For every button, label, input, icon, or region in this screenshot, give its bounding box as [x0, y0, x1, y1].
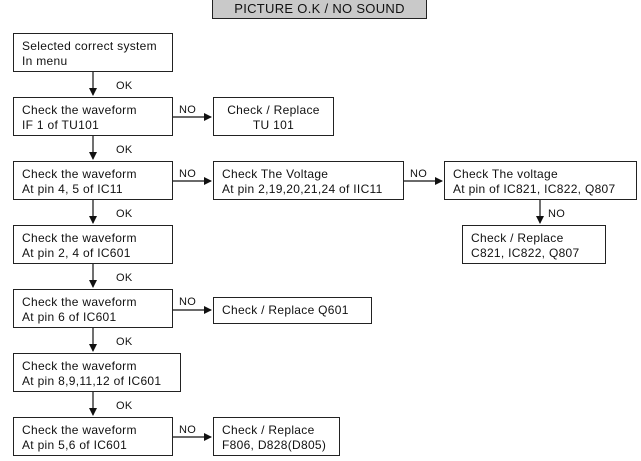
box-text: At pin 4, 5 of IC11: [22, 182, 123, 196]
step-check-if1: Check the waveform IF 1 of TU101: [13, 97, 173, 136]
no-label: NO: [179, 104, 197, 116]
ok-label: OK: [116, 208, 133, 220]
box-text: Check the waveform: [22, 295, 137, 309]
ok-label: OK: [116, 272, 133, 284]
box-text: C821, IC822, Q807: [471, 246, 580, 260]
box-text: Check / Replace: [227, 103, 320, 117]
chart-title: PICTURE O.K / NO SOUND: [212, 0, 427, 19]
no-label: NO: [179, 168, 197, 180]
ok-label: OK: [116, 400, 133, 412]
no-label: NO: [179, 424, 197, 436]
step-check-ic601-pin6: Check the waveform At pin 6 of IC601: [13, 289, 173, 328]
step-selected-system: Selected correct system In menu: [13, 33, 173, 72]
box-text: IF 1 of TU101: [22, 118, 100, 132]
box-text: At pin 2,19,20,21,24 of IIC11: [222, 182, 383, 196]
box-text: Check the waveform: [22, 423, 137, 437]
step-check-ic601-pin5-6: Check the waveform At pin 5,6 of IC601: [13, 417, 173, 456]
box-text: Check / Replace: [471, 231, 564, 245]
action-replace-q601: Check / Replace Q601: [213, 297, 372, 324]
ok-label: OK: [116, 336, 133, 348]
no-label: NO: [548, 208, 566, 220]
box-text: At pin 2, 4 of IC601: [22, 246, 131, 260]
box-text: Check / Replace: [222, 423, 315, 437]
box-text: Selected correct system: [22, 39, 157, 53]
box-text: Check the waveform: [22, 231, 137, 245]
action-replace-tu101: Check / Replace TU 101: [213, 97, 334, 136]
box-text: TU 101: [252, 118, 295, 132]
box-text: Check The Voltage: [222, 167, 329, 181]
step-check-voltage-ic11: Check The Voltage At pin 2,19,20,21,24 o…: [213, 161, 404, 200]
action-replace-f806: Check / Replace F806, D828(D805): [213, 417, 340, 456]
box-text: Check the waveform: [22, 359, 137, 373]
ok-label: OK: [116, 144, 133, 156]
action-replace-c821: Check / Replace C821, IC822, Q807: [462, 225, 606, 264]
box-text: At pin of IC821, IC822, Q807: [453, 182, 616, 196]
box-text: Check / Replace Q601: [222, 303, 349, 317]
box-text: At pin 6 of IC601: [22, 310, 117, 324]
no-label: NO: [179, 296, 197, 308]
no-label: NO: [410, 168, 428, 180]
box-text: F806, D828(D805): [222, 438, 327, 452]
step-check-voltage-ic821: Check The voltage At pin of IC821, IC822…: [444, 161, 637, 200]
ok-label: OK: [116, 80, 133, 92]
step-check-ic11: Check the waveform At pin 4, 5 of IC11: [13, 161, 173, 200]
box-text: Check the waveform: [22, 167, 137, 181]
step-check-ic601-pin8-12: Check the waveform At pin 8,9,11,12 of I…: [13, 353, 181, 392]
step-check-ic601-pin2-4: Check the waveform At pin 2, 4 of IC601: [13, 225, 173, 264]
box-text: Check The voltage: [453, 167, 558, 181]
box-text: Check the waveform: [22, 103, 137, 117]
box-text: At pin 5,6 of IC601: [22, 438, 128, 452]
box-text: At pin 8,9,11,12 of IC601: [22, 374, 162, 388]
box-text: In menu: [22, 54, 68, 68]
